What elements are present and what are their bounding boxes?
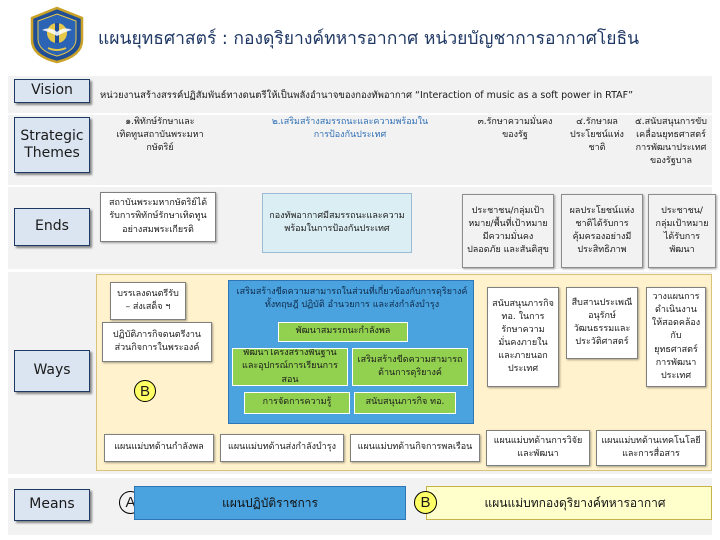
means-operation-plan: แผนปฏิบัติราชการ (134, 486, 406, 520)
way-royal-duty: ปฏิบัติภารกิจดนตรีงานส่วนกิจการในพระองค์ (102, 322, 212, 362)
theme-5: ๕.สนับสนุนการขับเคลื่อนยุทธศาสตร์การพัฒน… (634, 117, 708, 167)
end-3: ประชาชน/กลุ่มเป้าหมาย/พื้นที่เป้าหมายมีค… (462, 194, 554, 268)
core-item-support-mission: สนับสนุนภารกิจ ทอ. (354, 392, 456, 414)
theme-4: ๔.รักษาผลประโยชน์แห่งชาติ (570, 117, 624, 154)
means-master-plan: แผนแม่บทกองดุริยางค์ทหารอากาศ (426, 486, 712, 520)
theme-1: ๑.พิทักษ์รักษาและเทิดทูนสถาบันพระมหากษัต… (116, 117, 204, 154)
end-1: สถาบันพระมหากษัตริย์ได้รับการพิทักษ์รักษ… (100, 192, 216, 242)
plan-logistics: แผนแม่บทด้านส่งกำลังบำรุง (220, 434, 344, 462)
core-item-personnel: พัฒนาสมรรถนะกำลังพล (278, 322, 408, 342)
marker-b-means: B (414, 491, 437, 514)
means-master-plan-text: แผนแม่บทกองดุริยางค์ทหารอากาศ (484, 495, 666, 510)
theme-3: ๓.รักษาความมั่นคงของรัฐ (477, 117, 553, 141)
way-security-support: สนับสนุนภารกิจ ทอ. ในการรักษาความมั่นคงภ… (487, 287, 559, 387)
core-item-infrastructure: พัฒนาโครงสร้างพื้นฐานและอุปกรณ์การเรียนก… (232, 348, 348, 386)
ways-label: Ways (14, 350, 90, 392)
way-heritage: สืบสานประเพณีอนุรักษ์วัฒนธรรมและประวัติศ… (566, 287, 638, 359)
means-label: Means (14, 489, 90, 521)
strategic-themes-label: Strategic Themes (14, 117, 90, 173)
theme-2: ๒.เสริมสร้างสมรรถนะและความพร้อมในการป้อง… (271, 117, 429, 141)
way-royal-escort: บรรเลงดนตรีรับ – ส่งเสด็จ ฯ (110, 282, 186, 320)
themes-row (8, 115, 712, 185)
ends-label: Ends (14, 208, 90, 246)
means-operation-plan-text: แผนปฏิบัติราชการ (222, 495, 318, 510)
rtaf-emblem-icon (28, 6, 86, 64)
core-item-music-capability: เสริมสร้างขีดความสามารถด้านการดุริยางค์ (352, 348, 468, 386)
vision-text: หน่วยงานสร้างสรรค์ปฏิสัมพันธ์ทางดนตรีให้… (100, 90, 634, 101)
way-planning: วางแผนการดำเนินงานให้สอดคล้องกับยุทธศาสต… (646, 287, 706, 387)
plan-technology: แผนแม่บทด้านเทคโนโลยีและการสื่อสาร (596, 430, 706, 466)
plan-personnel: แผนแม่บทด้านกำลังพล (104, 434, 214, 462)
core-heading: เสริมสร้างขีดความสามารถในส่วนที่เกี่ยวข้… (236, 287, 468, 311)
end-4: ผลประโยชน์แห่งชาติได้รับการคุ้มครองอย่าง… (561, 194, 643, 268)
vision-label: Vision (14, 79, 90, 103)
plan-civil-affairs: แผนแม่บทด้านกิจการพลเรือน (350, 434, 480, 462)
end-2: กองทัพอากาศมีสมรรถนะและความพร้อมในการป้อ… (262, 193, 412, 253)
vision-row (8, 76, 712, 113)
marker-b-ways: B (134, 380, 156, 402)
core-item-knowledge: การจัดการความรู้ (244, 392, 350, 414)
page-title: แผนยุทธศาสตร์ : กองดุริยางค์ทหารอากาศ หน… (98, 29, 640, 49)
end-5: ประชาชน/กลุ่มเป้าหมายได้รับการพัฒนา (648, 194, 716, 268)
plan-research: แผนแม่บทด้านการวิจัยและพัฒนา (486, 430, 590, 466)
